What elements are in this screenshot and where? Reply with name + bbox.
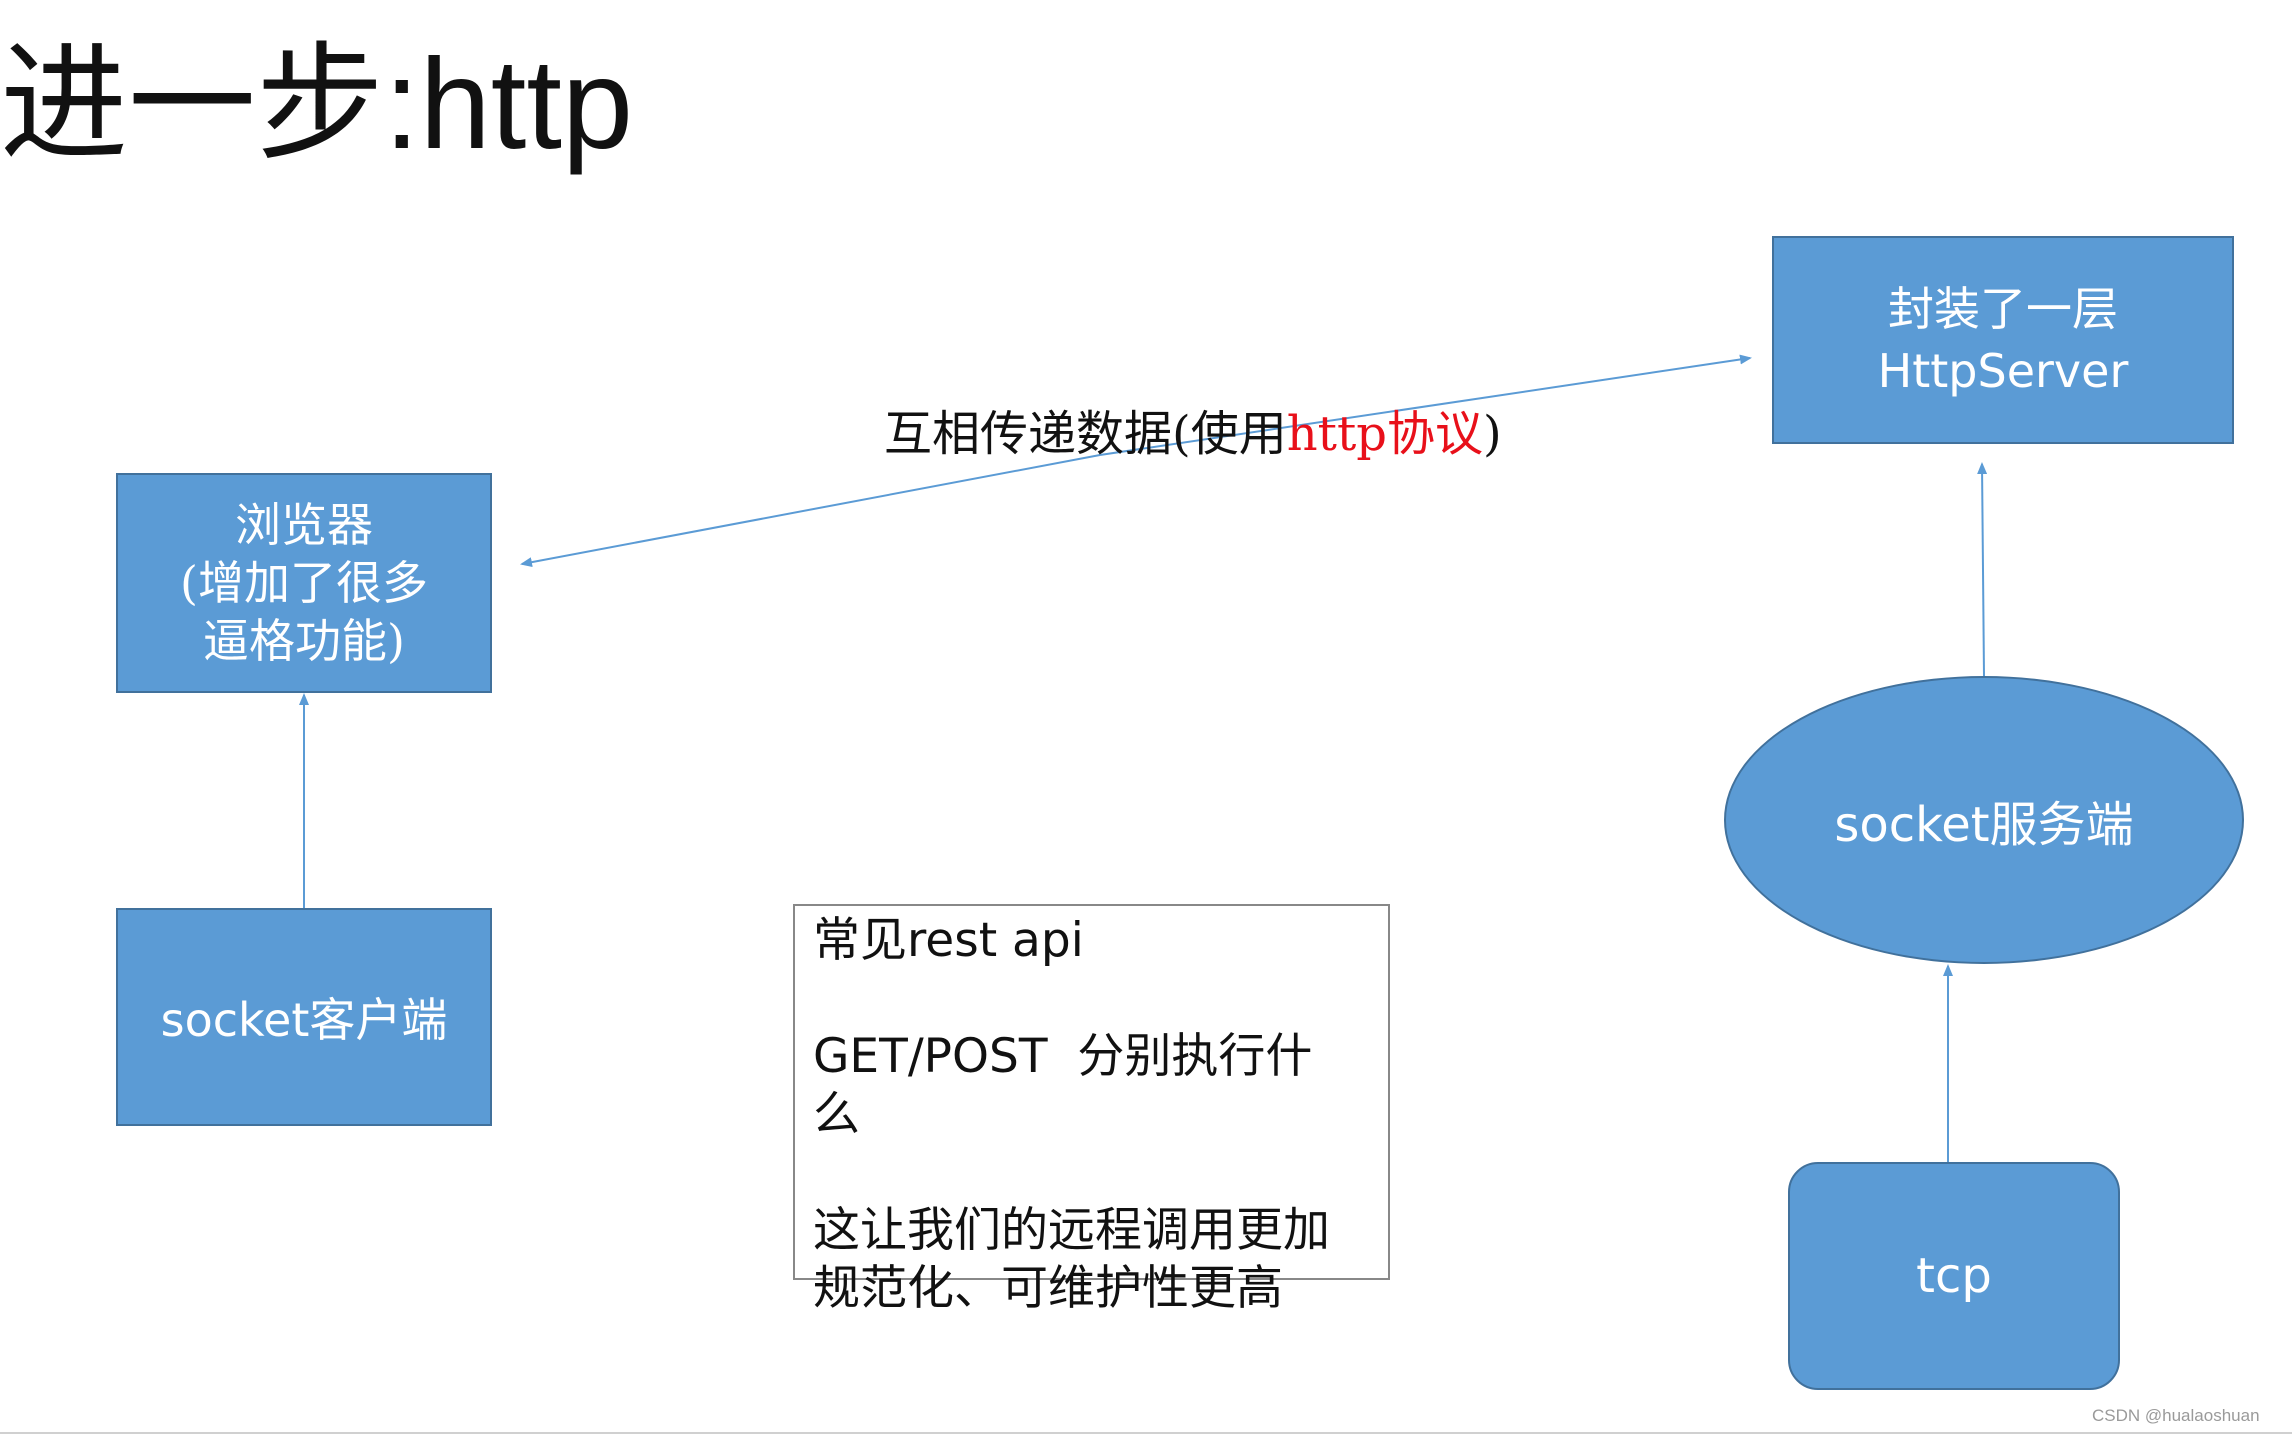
note-line-4: 这让我们的远程调用更加 <box>813 1203 1330 1258</box>
socket-client-node: socket客户端 <box>116 908 492 1126</box>
rest-api-note-text: 常见rest api GET/POST 分别执行什 么 这让我们的远程调用更加 … <box>813 912 1373 1318</box>
exchange-label-protocol: http协议 <box>1286 406 1483 462</box>
browser-server-exchange-arrow-left <box>520 454 1101 568</box>
note-line-5: 规范化、可维护性更高 <box>813 1261 1283 1316</box>
note-spacer <box>813 1144 1373 1202</box>
browser-node-line3: 逼格功能) <box>203 614 405 668</box>
wrapper-node-line1: 封装了一层 <box>1888 282 2118 336</box>
page-title: 进一步:http <box>0 30 633 180</box>
wrapper-node-line2: HttpServer <box>1877 344 2129 398</box>
page-title-cjk: 进一步 <box>0 30 385 179</box>
browser-node: 浏览器 (增加了很多 逼格功能) <box>116 473 492 693</box>
note-line-1: 常见rest api <box>813 913 1084 968</box>
note-line-3: 么 <box>813 1087 860 1142</box>
note-spacer <box>813 970 1373 1028</box>
socket-server-node: socket服务端 <box>1724 676 2244 964</box>
http-server-wrapper-node: 封装了一层 HttpServer <box>1772 236 2234 444</box>
socket-server-label: socket服务端 <box>1834 797 2134 853</box>
tcp-node: tcp <box>1788 1162 2120 1390</box>
exchange-label: 互相传递数据(使用http协议) <box>884 404 1502 464</box>
note-line-2: GET/POST 分别执行什 <box>813 1029 1313 1084</box>
exchange-label-suffix: ) <box>1482 406 1502 462</box>
socket-client-label: socket客户端 <box>160 993 448 1047</box>
server-to-wrapper-arrow <box>1977 462 1988 677</box>
browser-server-exchange-arrow-right <box>1099 354 1752 456</box>
tcp-label: tcp <box>1916 1248 1992 1304</box>
browser-node-line1: 浏览器 <box>235 498 373 552</box>
browser-node-line2: (增加了很多 <box>180 556 428 610</box>
rest-api-note-box <box>793 904 1390 1280</box>
watermark: CSDN @hualaoshuan <box>2092 1406 2260 1425</box>
bottom-divider <box>0 1432 2292 1434</box>
page-title-latin: :http <box>384 33 634 176</box>
exchange-label-prefix: 互相传递数据(使用 <box>884 406 1287 462</box>
